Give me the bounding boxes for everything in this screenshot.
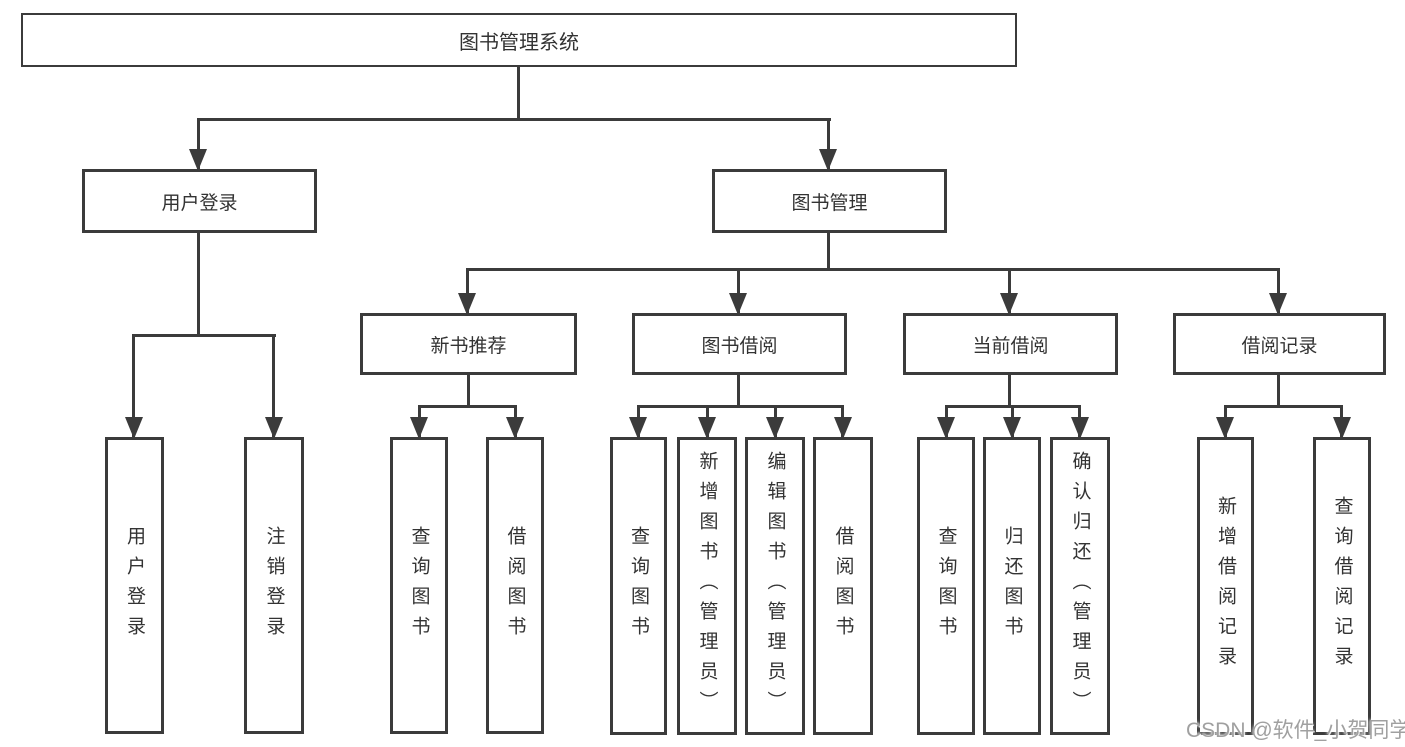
arrow-down-icon	[698, 417, 716, 439]
leaf-add-books-admin: 新增图书（管理员）	[677, 437, 737, 735]
leaf-query-books-recommend: 查询图书	[390, 437, 448, 734]
leaf-return-books: 归还图书	[983, 437, 1041, 735]
node-borrowing-records: 借阅记录	[1173, 313, 1386, 375]
arrow-down-icon	[1333, 417, 1351, 439]
connector-vline	[1008, 374, 1011, 407]
arrow-down-icon	[729, 293, 747, 315]
leaf-user-login: 用户登录	[105, 437, 164, 734]
arrow-down-icon	[1003, 417, 1021, 439]
arrow-down-icon	[629, 417, 647, 439]
leaf-borrow-books-recommend: 借阅图书	[486, 437, 544, 734]
leaf-edit-books-admin: 编辑图书（管理员）	[745, 437, 805, 735]
node-book-management: 图书管理	[712, 169, 947, 233]
connector-vline	[1008, 268, 1011, 313]
leaf-confirm-return-admin: 确认归还（管理员）	[1050, 437, 1110, 735]
connector-vline	[466, 268, 469, 313]
connector-hline	[418, 405, 517, 408]
connector-vline	[1277, 374, 1280, 407]
arrow-down-icon	[410, 417, 428, 439]
connector-hline	[132, 334, 276, 337]
arrow-down-icon	[1071, 417, 1089, 439]
leaf-query-books-borrowing: 查询图书	[610, 437, 667, 735]
connector-hline	[1224, 405, 1342, 408]
arrow-down-icon	[189, 149, 207, 171]
connector-vline	[1277, 268, 1280, 313]
arrow-down-icon	[937, 417, 955, 439]
arrow-down-icon	[125, 417, 143, 439]
leaf-borrow-books-borrowing: 借阅图书	[813, 437, 873, 735]
leaf-logout: 注销登录	[244, 437, 304, 734]
connector-hline	[197, 118, 831, 121]
node-library-management-system: 图书管理系统	[21, 13, 1017, 67]
arrow-down-icon	[766, 417, 784, 439]
leaf-query-borrow-record: 查询借阅记录	[1313, 437, 1371, 735]
arrow-down-icon	[458, 293, 476, 315]
node-current-borrowing: 当前借阅	[903, 313, 1118, 375]
connector-vline	[467, 374, 470, 407]
arrow-down-icon	[1269, 293, 1287, 315]
arrow-down-icon	[506, 417, 524, 439]
node-book-borrowing: 图书借阅	[632, 313, 847, 375]
connector-vline	[827, 118, 830, 169]
arrow-down-icon	[265, 417, 283, 439]
leaf-add-borrow-record: 新增借阅记录	[1197, 437, 1254, 735]
connector-vline	[132, 334, 135, 437]
arrow-down-icon	[1000, 293, 1018, 315]
connector-vline	[197, 232, 200, 336]
connector-vline	[197, 118, 200, 169]
connector-vline	[827, 232, 830, 270]
csdn-watermark: CSDN @软件_小贺同学	[1186, 719, 1405, 742]
connector-hline	[466, 268, 1280, 271]
connector-vline	[517, 66, 520, 120]
node-user-login: 用户登录	[82, 169, 317, 233]
arrow-down-icon	[834, 417, 852, 439]
connector-vline	[272, 334, 275, 437]
connector-vline	[737, 268, 740, 313]
arrow-down-icon	[1216, 417, 1234, 439]
node-new-book-recommendation: 新书推荐	[360, 313, 577, 375]
connector-hline	[637, 405, 844, 408]
arrow-down-icon	[819, 149, 837, 171]
connector-vline	[737, 374, 740, 407]
leaf-query-books-current: 查询图书	[917, 437, 975, 735]
